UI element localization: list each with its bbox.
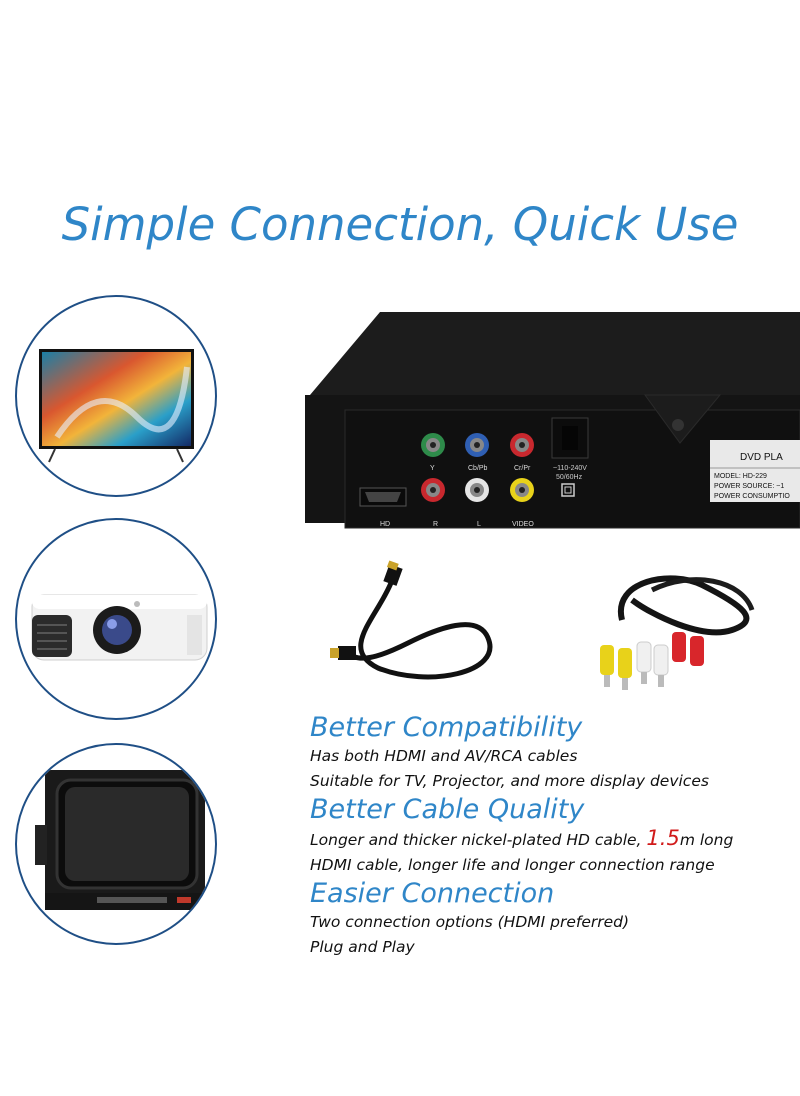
features-section: Better Compatibility Has both HDMI and A…	[310, 712, 790, 960]
cable-length-value: 1.5	[646, 826, 680, 850]
hdmi-port	[359, 487, 407, 507]
player-frequency: 50/60Hz	[556, 474, 583, 481]
crt-tv-device-circle	[15, 743, 217, 945]
feature-line-text: Longer and thicker nickel-plated HD cabl…	[310, 831, 642, 849]
port-label-y: Y	[430, 465, 435, 472]
projector-icon	[31, 594, 208, 661]
feature-title-compatibility: Better Compatibility	[310, 712, 583, 743]
player-model: MODEL: HD-229	[714, 473, 767, 480]
hdmi-cable-icon	[330, 560, 493, 680]
feature-line: Suitable for TV, Projector, and more dis…	[310, 772, 709, 790]
page-headline: Simple Connection, Quick Use	[61, 198, 739, 251]
port-label-cb: Cb/Pb	[468, 465, 488, 472]
player-power-source: POWER SOURCE: ~1	[714, 483, 784, 490]
feature-line: Two connection options (HDMI preferred)	[310, 913, 630, 931]
port-label-cr: Cr/Pr	[514, 465, 531, 472]
feature-title-cable-quality: Better Cable Quality	[310, 794, 585, 825]
feature-line: Plug and Play	[310, 938, 415, 956]
projector-device-circle	[15, 518, 217, 720]
port-label-l: L	[477, 521, 481, 528]
tv-icon	[39, 349, 194, 463]
player-brand-label: DVD PLA	[740, 452, 783, 463]
player-voltage: ~110-240V	[553, 465, 587, 472]
dvd-player-rear-panel: DVD PLA MODEL: HD-229 POWER SOURCE: ~1 P…	[305, 312, 800, 529]
feature-line-text: m long	[679, 831, 734, 849]
port-label-hd: HD	[380, 521, 390, 528]
feature-line: HDMI cable, longer life and longer conne…	[310, 856, 715, 874]
tv-device-circle	[15, 295, 217, 497]
feature-line: Has both HDMI and AV/RCA cables	[310, 747, 578, 765]
component-jacks	[421, 433, 534, 457]
port-label-video: VIDEO	[512, 521, 534, 528]
port-label-r: R	[433, 521, 438, 528]
rca-cable-icon	[600, 575, 755, 690]
crt-tv-icon	[35, 770, 205, 910]
av-jacks	[421, 478, 534, 502]
feature-line-cable-length: Longer and thicker nickel-plated HD cabl…	[310, 826, 790, 853]
player-power-consumption: POWER CONSUMPTIO	[714, 493, 790, 500]
feature-title-easier-connection: Easier Connection	[310, 878, 555, 909]
